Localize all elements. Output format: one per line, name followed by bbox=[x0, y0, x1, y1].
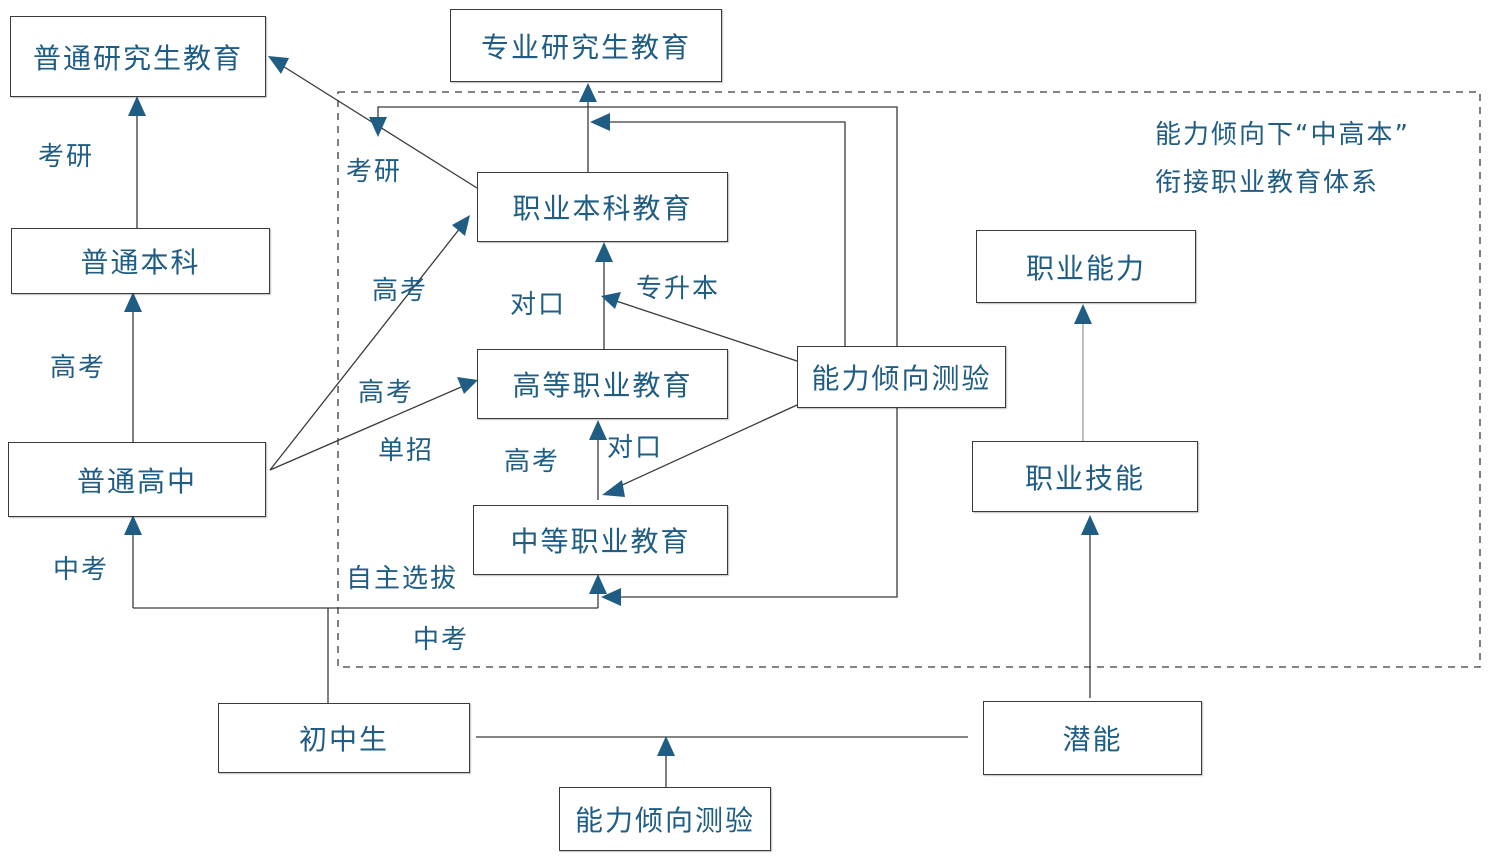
line-loop-bottom bbox=[609, 408, 898, 598]
label-danzhao: 单招 bbox=[378, 436, 435, 466]
line-loop-inner bbox=[598, 121, 846, 346]
connector-lines bbox=[132, 57, 1091, 791]
label-kaoyan-center: 考研 bbox=[346, 157, 403, 187]
arrow-up-icon bbox=[579, 83, 597, 102]
arrow-up-icon bbox=[128, 96, 146, 116]
label-gaokao-to-undergrad: 高考 bbox=[372, 276, 429, 306]
box-higher-vocational: 高等职业教育 bbox=[477, 349, 728, 419]
label-zizhu-xuanba: 自主选拔 bbox=[346, 564, 459, 594]
label-gaokao-to-higher: 高考 bbox=[358, 378, 415, 408]
box-general-undergraduate: 普通本科 bbox=[11, 228, 270, 294]
label-gaokao-left: 高考 bbox=[50, 353, 107, 383]
label-zhongkao-left: 中考 bbox=[53, 555, 110, 585]
arrow-up-icon bbox=[124, 515, 142, 535]
arrowheads bbox=[124, 56, 1099, 756]
label-kaoyan-left: 考研 bbox=[38, 142, 95, 172]
label-duikou-upper: 对口 bbox=[510, 290, 567, 320]
box-general-graduate: 普通研究生教育 bbox=[10, 16, 266, 97]
label-duikou-lower: 对口 bbox=[607, 433, 664, 463]
box-general-high-school: 普通高中 bbox=[8, 442, 266, 517]
arrow-up-icon bbox=[1081, 515, 1099, 535]
arrow-up-icon bbox=[1074, 304, 1092, 324]
region-title-line1: 能力倾向下“中高本” bbox=[1155, 120, 1410, 150]
label-gaokao-center: 高考 bbox=[504, 447, 561, 477]
arrow-left-icon bbox=[602, 480, 625, 497]
line-gaokao-to-undergrad bbox=[269, 217, 469, 471]
arrow-up-icon bbox=[589, 420, 607, 440]
box-vocational-skill: 职业技能 bbox=[972, 441, 1198, 512]
arrow-up-icon bbox=[595, 242, 613, 262]
box-junior-high: 初中生 bbox=[218, 703, 470, 773]
arrow-left-icon bbox=[590, 113, 610, 131]
box-aptitude-test-bottom: 能力倾向测验 bbox=[559, 787, 771, 851]
box-vocational-undergraduate: 职业本科教育 bbox=[477, 172, 728, 242]
line-gaokao-to-higher bbox=[269, 380, 476, 471]
arrow-up-icon bbox=[124, 292, 142, 312]
box-potential: 潜能 bbox=[983, 701, 1202, 775]
arrow-left-icon bbox=[601, 292, 621, 309]
label-zhuanshengben: 专升本 bbox=[636, 274, 721, 304]
arrow-diagonal-icon bbox=[268, 56, 289, 74]
arrow-up-icon bbox=[589, 574, 607, 594]
region-title-line2: 衔接职业教育体系 bbox=[1155, 168, 1380, 198]
box-professional-graduate: 专业研究生教育 bbox=[450, 9, 722, 82]
box-secondary-vocational: 中等职业教育 bbox=[473, 505, 728, 575]
line-aptitude-duikou bbox=[606, 404, 798, 493]
arrow-right-icon bbox=[457, 377, 478, 394]
arrow-diagonal-icon bbox=[452, 215, 470, 236]
label-zhongkao-bottom: 中考 bbox=[413, 625, 470, 655]
arrow-up-icon bbox=[657, 736, 675, 756]
vocational-system-region bbox=[337, 91, 1481, 668]
box-vocational-ability: 职业能力 bbox=[976, 230, 1196, 303]
arrow-down-icon bbox=[369, 117, 387, 137]
line-aptitude-zhuanshengben bbox=[603, 296, 798, 362]
arrow-left-icon bbox=[601, 588, 621, 606]
box-aptitude-test-center: 能力倾向测验 bbox=[797, 346, 1006, 408]
